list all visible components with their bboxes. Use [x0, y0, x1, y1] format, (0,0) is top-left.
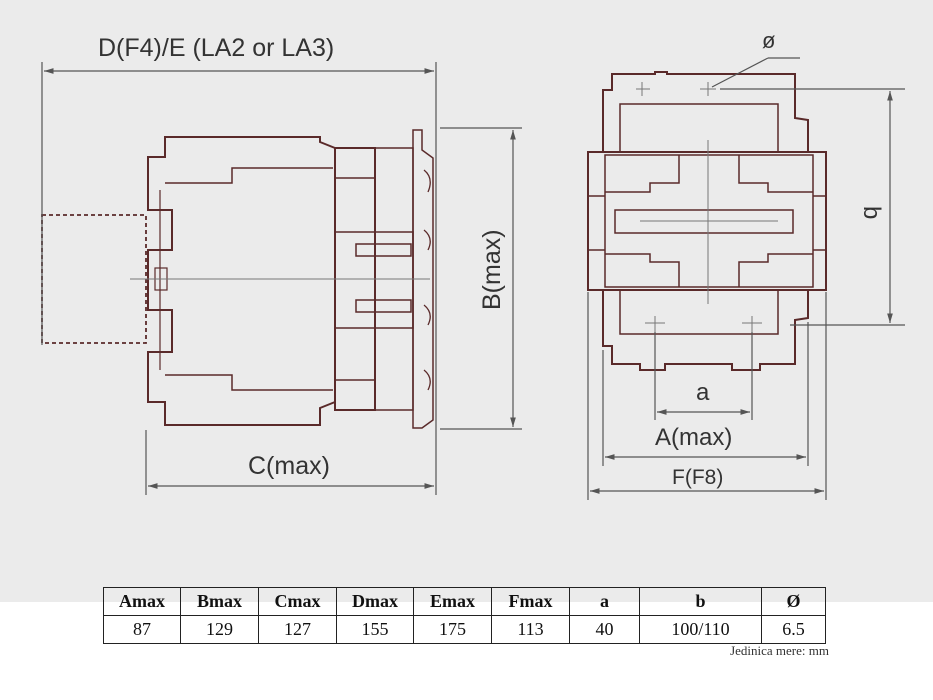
- table-header: Amax: [103, 587, 181, 616]
- table-cell: 100/110: [639, 615, 762, 644]
- table-cell: 155: [336, 615, 414, 644]
- table-cell: 175: [413, 615, 492, 644]
- table-row: 87 129 127 155 175 113 40 100/110 6.5: [103, 615, 826, 644]
- front-view: [587, 71, 827, 371]
- label-a: a: [696, 379, 710, 406]
- label-top-dimension: D(F4)/E (LA2 or LA3): [98, 34, 334, 62]
- label-depth-dimension: C(max): [248, 452, 330, 480]
- label-phi: ø: [762, 28, 775, 53]
- table-header: Ø: [761, 587, 826, 616]
- table-cell: 129: [180, 615, 259, 644]
- label-height-dimension: B(max): [478, 229, 506, 310]
- label-width-a-max: A(max): [655, 424, 732, 451]
- label-overall-f: F(F8): [672, 466, 723, 489]
- label-b: b: [858, 206, 885, 219]
- table-header: Cmax: [258, 587, 337, 616]
- din-rail-clip: [412, 129, 434, 429]
- table-header: Bmax: [180, 587, 259, 616]
- front-dimensions: [587, 57, 905, 500]
- table-header: Emax: [413, 587, 492, 616]
- front-center-lines: [636, 82, 778, 332]
- table-header: Fmax: [491, 587, 570, 616]
- table-cell: 6.5: [761, 615, 826, 644]
- drawing-svg: D(F4)/E (LA2 or LA3) C(max) B(max): [41, 28, 905, 500]
- side-view: [41, 129, 434, 429]
- dimension-table: Amax Bmax Cmax Dmax Emax Fmax a b Ø 87 1…: [103, 587, 826, 644]
- table-cell: 113: [491, 615, 570, 644]
- table-cell: 87: [103, 615, 181, 644]
- side-dimensions: [41, 62, 522, 495]
- table-cell: 40: [569, 615, 640, 644]
- unit-note: Jedinica mere: mm: [730, 643, 829, 658]
- table-header: b: [639, 587, 762, 616]
- contactor-body: [147, 136, 336, 426]
- table-header: a: [569, 587, 640, 616]
- center-bar: [614, 209, 794, 234]
- bottom-terminal-block: [602, 289, 809, 371]
- technical-drawing: D(F4)/E (LA2 or LA3) C(max) B(max): [0, 0, 933, 602]
- table-header-row: Amax Bmax Cmax Dmax Emax Fmax a b Ø: [103, 587, 826, 616]
- table-cell: 127: [258, 615, 337, 644]
- table-header: Dmax: [336, 587, 414, 616]
